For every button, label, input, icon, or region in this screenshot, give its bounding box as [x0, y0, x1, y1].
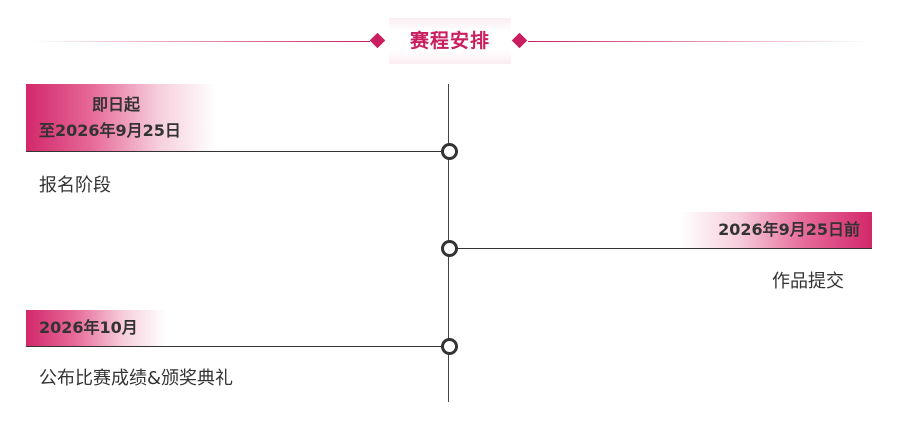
- timeline-stage-label: 报名阶段: [39, 175, 111, 196]
- timeline-date-tag: 2026年9月25日前: [680, 212, 872, 248]
- timeline-date-tag: 即日起 至2026年9月25日: [26, 84, 216, 151]
- section-header: 赛程安排: [0, 14, 909, 68]
- timeline-date-tag: 2026年10月: [26, 310, 166, 346]
- timeline-connector: [448, 248, 872, 249]
- timeline-stage-label: 公布比赛成绩&颁奖典礼: [39, 368, 234, 389]
- header-rule-left: [30, 41, 370, 42]
- diamond-icon: [369, 32, 386, 49]
- timeline-node: [441, 143, 458, 160]
- diamond-icon: [511, 32, 528, 49]
- timeline-connector: [26, 346, 448, 347]
- date-line-1: 即日起: [92, 95, 141, 114]
- timeline-stage-label: 作品提交: [772, 271, 844, 292]
- date-line-2: 至2026年9月25日: [39, 121, 181, 140]
- timeline-node: [441, 240, 458, 257]
- header-rule-right: [528, 41, 868, 42]
- timeline-connector: [26, 151, 448, 152]
- timeline-node: [441, 338, 458, 355]
- section-title: 赛程安排: [389, 18, 511, 64]
